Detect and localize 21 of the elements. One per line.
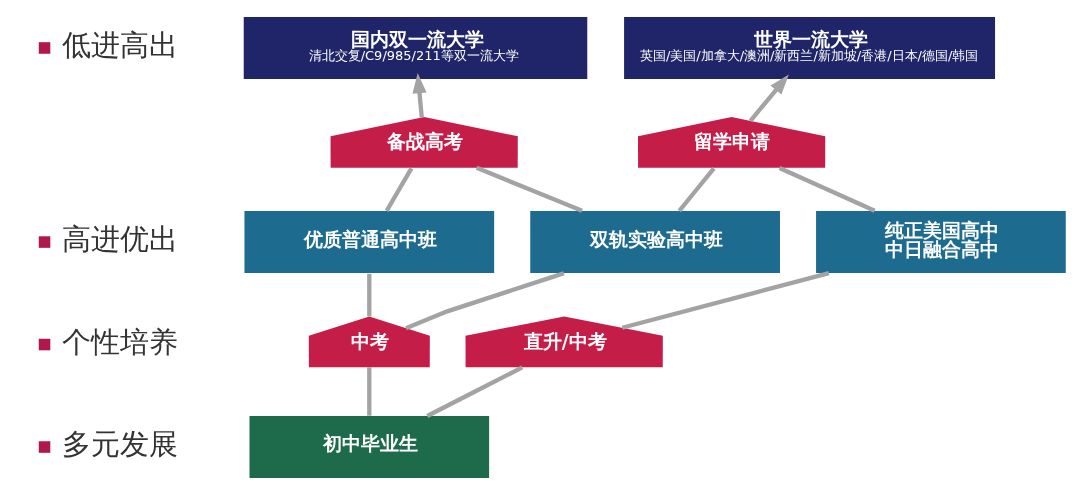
connector bbox=[426, 365, 524, 418]
arrow bbox=[412, 73, 427, 118]
connector bbox=[384, 167, 414, 212]
connector bbox=[475, 165, 583, 213]
connector bbox=[677, 166, 716, 213]
node-box: 优质普通高中班 bbox=[244, 211, 495, 274]
node-box: 双轨实验高中班 bbox=[530, 211, 780, 274]
node-box: 纯正美国高中 中日融合高中 bbox=[816, 211, 1066, 274]
label: 个性培养 bbox=[61, 324, 178, 359]
arrow bbox=[748, 74, 789, 123]
connector bbox=[778, 166, 876, 213]
connector bbox=[367, 273, 372, 317]
label: 多元发展 bbox=[61, 427, 178, 462]
connector bbox=[405, 271, 565, 331]
node-box: 世界一流大学 英国/美国/加拿大/澳洲/新西兰/新加坡/香港/日本/德国/韩国 bbox=[624, 16, 996, 79]
node-box: 初中毕业生 bbox=[249, 416, 490, 479]
node-box: 国内双一流大学 清北交复/C9/985/211等双一流大学 bbox=[243, 16, 588, 79]
connector bbox=[621, 271, 830, 330]
connector bbox=[367, 367, 372, 416]
label: 低进高出 bbox=[61, 28, 178, 63]
label: 高进优出 bbox=[61, 222, 178, 257]
